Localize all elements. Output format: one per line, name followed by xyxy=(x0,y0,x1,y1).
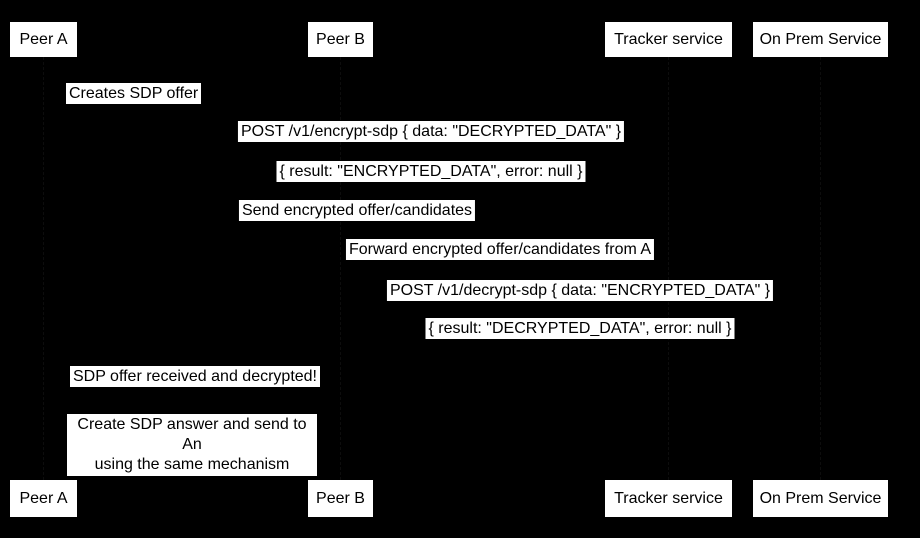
actor-peer-a-top: Peer A xyxy=(10,22,77,57)
message-decrypt-result: { result: "DECRYPTED_DATA", error: null … xyxy=(425,318,735,339)
message-sdp-offer-received: SDP offer received and decrypted! xyxy=(70,366,320,387)
lifeline-tracker-service xyxy=(668,57,669,480)
message-send-encrypted-offer: Send encrypted offer/candidates xyxy=(238,200,476,221)
actor-peer-b-bottom: Peer B xyxy=(308,480,373,517)
message-encrypt-result: { result: "ENCRYPTED_DATA", error: null … xyxy=(276,161,586,182)
actor-on-prem-service-top: On Prem Service xyxy=(753,22,888,57)
note-line-2: using the same mechanism xyxy=(94,456,290,473)
note-create-sdp-answer: Create SDP answer and send to An using t… xyxy=(67,414,317,476)
message-post-decrypt-sdp: POST /v1/decrypt-sdp { data: "ENCRYPTED_… xyxy=(386,280,774,301)
actor-peer-b-top: Peer B xyxy=(308,22,373,57)
note-line-1: Create SDP answer and send to An xyxy=(77,416,307,453)
message-post-encrypt-sdp: POST /v1/encrypt-sdp { data: "DECRYPTED_… xyxy=(237,121,625,142)
lifeline-on-prem-service xyxy=(820,57,821,480)
actor-tracker-service-bottom: Tracker service xyxy=(605,480,732,517)
actor-on-prem-service-bottom: On Prem Service xyxy=(753,480,888,517)
lifeline-peer-b xyxy=(340,57,341,480)
message-forward-encrypted-offer: Forward encrypted offer/candidates from … xyxy=(345,239,655,260)
actor-peer-a-bottom: Peer A xyxy=(10,480,77,517)
lifeline-peer-a xyxy=(43,57,44,480)
message-creates-sdp-offer: Creates SDP offer xyxy=(66,83,202,104)
actor-tracker-service-top: Tracker service xyxy=(605,22,732,57)
